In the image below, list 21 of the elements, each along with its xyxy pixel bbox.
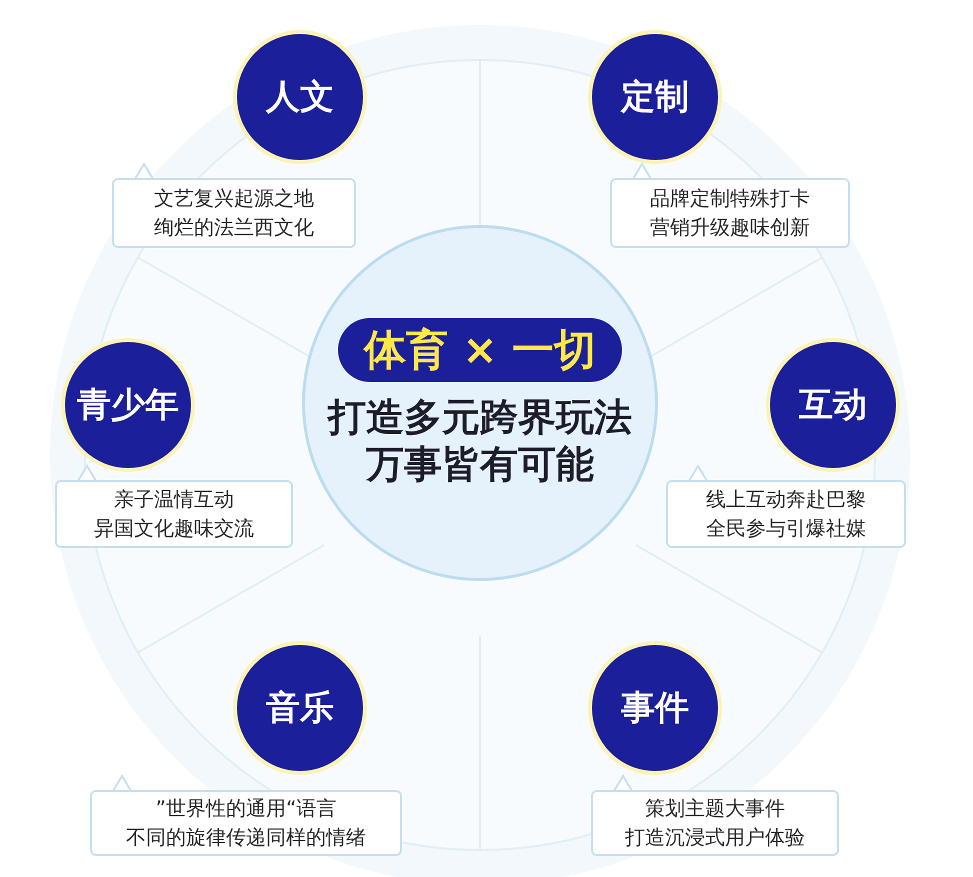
slogan-text: 打造多元跨界玩法 bbox=[328, 394, 632, 440]
slogan-text: 万事皆有可能 bbox=[366, 441, 594, 488]
callout-box bbox=[591, 790, 839, 856]
callout-text: 全民参与引爆社媒 bbox=[706, 515, 866, 542]
callout-text: 异国文化趣味交流 bbox=[94, 515, 254, 542]
title-pill: 体育 × 一切 bbox=[338, 318, 622, 382]
callout-text: 亲子温情互动 bbox=[114, 486, 234, 513]
callout-box bbox=[112, 178, 356, 248]
callout-box bbox=[90, 790, 402, 856]
callout-text: 打造沉浸式用户体验 bbox=[625, 824, 805, 851]
callout-text: 不同的旋律传递同样的情绪 bbox=[126, 824, 366, 851]
callout-text: 营销升级趣味创新 bbox=[650, 214, 810, 241]
callout-box bbox=[55, 480, 293, 548]
callout-text: 绚烂的法兰西文化 bbox=[154, 214, 314, 241]
callout-box bbox=[610, 178, 850, 248]
callout-box bbox=[666, 480, 906, 548]
callout-text: 线上互动奔赴巴黎 bbox=[706, 486, 866, 513]
callout-text: 策划主题大事件 bbox=[645, 795, 785, 822]
callout-text: 品牌定制特殊打卡 bbox=[650, 185, 810, 212]
callout-text: 文艺复兴起源之地 bbox=[154, 185, 314, 212]
callout-text: ”世界性的通用“语言 bbox=[156, 795, 336, 822]
